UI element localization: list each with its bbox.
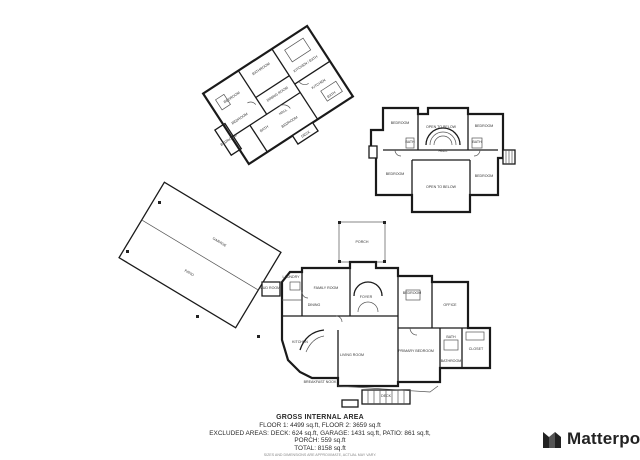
room-label: OFFICE <box>443 303 457 307</box>
room-label: BATH <box>259 125 269 134</box>
room-label: MUD ROOM <box>260 286 280 290</box>
room-label: BATHROOM <box>441 359 462 363</box>
room-label: BEDROOM <box>391 121 410 125</box>
brand-name: Matterpo <box>567 429 640 448</box>
room-label: PRIMARY BEDROOM <box>398 349 434 353</box>
room-label: PORCH <box>356 240 369 244</box>
garage: GARAGE PATIO <box>118 181 282 329</box>
room-label: FOYER <box>360 295 373 299</box>
area-disclaimer: SIZES AND DIMENSIONS ARE APPROXIMATE, AC… <box>263 453 377 458</box>
room-label: BEDROOM <box>475 124 494 128</box>
gross-internal-area: GROSS INTERNAL AREA FLOOR 1: 4499 sq.ft,… <box>200 414 440 458</box>
main-floor-plan: GARAGE PATIO PORCH <box>118 181 492 408</box>
room-label: DECK <box>381 394 392 398</box>
room-label: BATH <box>405 140 415 144</box>
area-excluded: EXCLUDED AREAS: DECK: 624 sq.ft, GARAGE:… <box>209 429 431 445</box>
room-label: BATH <box>472 140 482 144</box>
second-floor-plan: BEDROOM OPEN TO BELOW BEDROOM HALL BEDRO… <box>368 106 516 214</box>
area-floors: FLOOR 1: 4499 sq.ft, FLOOR 2: 3659 sq.ft <box>259 422 381 429</box>
room-label: HALL <box>439 149 448 153</box>
room-label: BREAKFAST NOOK <box>304 380 337 384</box>
room-label: GARAGE <box>212 236 228 248</box>
room-label: LAUNDRY <box>282 275 300 279</box>
room-label: BATH <box>446 335 456 339</box>
room-label: LIVING ROOM <box>340 353 364 357</box>
area-title: GROSS INTERNAL AREA <box>276 414 364 421</box>
room-label: DECK <box>301 129 312 138</box>
room-label: OPEN TO BELOW <box>426 125 457 129</box>
upper-floor-plan: BEDROOM BATHROOM KITCHEN / BATH BEDROOM … <box>201 24 355 166</box>
area-total: TOTAL: 8158 sq.ft <box>294 444 346 452</box>
matterport-icon <box>543 432 561 448</box>
room-label: BEDROOM <box>386 172 405 176</box>
room-label: OPEN TO BELOW <box>426 185 457 189</box>
room-label: PATIO <box>184 269 195 278</box>
room-label: DINING <box>308 303 321 307</box>
room-label: CLOSET <box>469 347 484 351</box>
room-label: BATH <box>327 90 337 99</box>
room-label: BEDROOM <box>403 291 422 295</box>
room-label: HALL <box>278 108 288 116</box>
room-label: BEDROOM <box>475 174 494 178</box>
matterport-logo: Matterpo <box>541 427 640 451</box>
room-label: FAMILY ROOM <box>314 286 339 290</box>
room-label: KITCHEN <box>292 340 308 344</box>
